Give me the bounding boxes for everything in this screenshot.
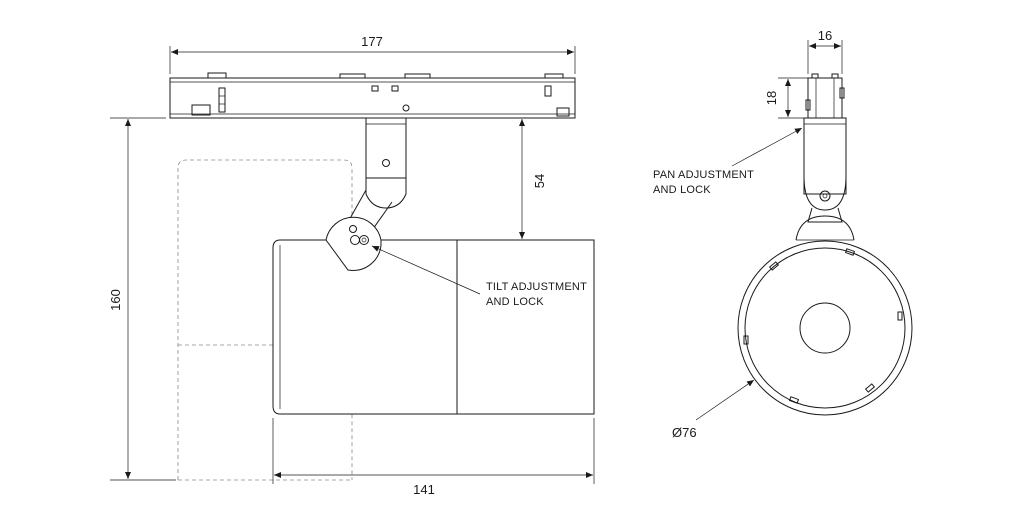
dim-label-54: 54 (532, 174, 547, 188)
side-adaptor (805, 73, 845, 119)
hidden-body-outline (177, 159, 353, 481)
dim-drop-54: 54 (519, 119, 547, 239)
diameter-callout: Ø76 (672, 379, 755, 440)
lens-head (737, 240, 913, 416)
tilt-knuckle (325, 216, 382, 271)
dim-label-16: 16 (818, 28, 832, 43)
track-adaptor (169, 72, 576, 119)
pan-callout: PAN ADJUSTMENT AND LOCK (653, 127, 803, 196)
dim-label-160: 160 (108, 289, 123, 311)
side-stem (795, 117, 855, 241)
pan-note-line2: AND LOCK (653, 184, 711, 196)
tilt-note-line2: AND LOCK (486, 296, 544, 308)
dim-side-width-16: 16 (807, 28, 843, 74)
front-view: 177 160 54 141 TILT ADJUSTMENT AND LOCK (108, 34, 595, 497)
spotlight-body (272, 239, 595, 415)
dim-label-177: 177 (361, 34, 383, 49)
dim-label-diameter: Ø76 (672, 425, 697, 440)
pan-note-line1: PAN ADJUSTMENT (653, 169, 754, 181)
dim-width-177: 177 (169, 34, 576, 74)
side-view: 16 18 PAN ADJUSTMENT AND LOCK Ø76 (653, 28, 913, 440)
dim-length-141: 141 (272, 418, 595, 497)
dim-label-141: 141 (413, 482, 435, 497)
dim-side-height-18: 18 (764, 77, 808, 119)
dim-height-160: 160 (108, 117, 176, 481)
tilt-note-line1: TILT ADJUSTMENT (486, 281, 587, 293)
pan-stem (365, 117, 407, 179)
tilt-callout: TILT ADJUSTMENT AND LOCK (371, 245, 587, 308)
dim-label-18: 18 (764, 91, 779, 105)
